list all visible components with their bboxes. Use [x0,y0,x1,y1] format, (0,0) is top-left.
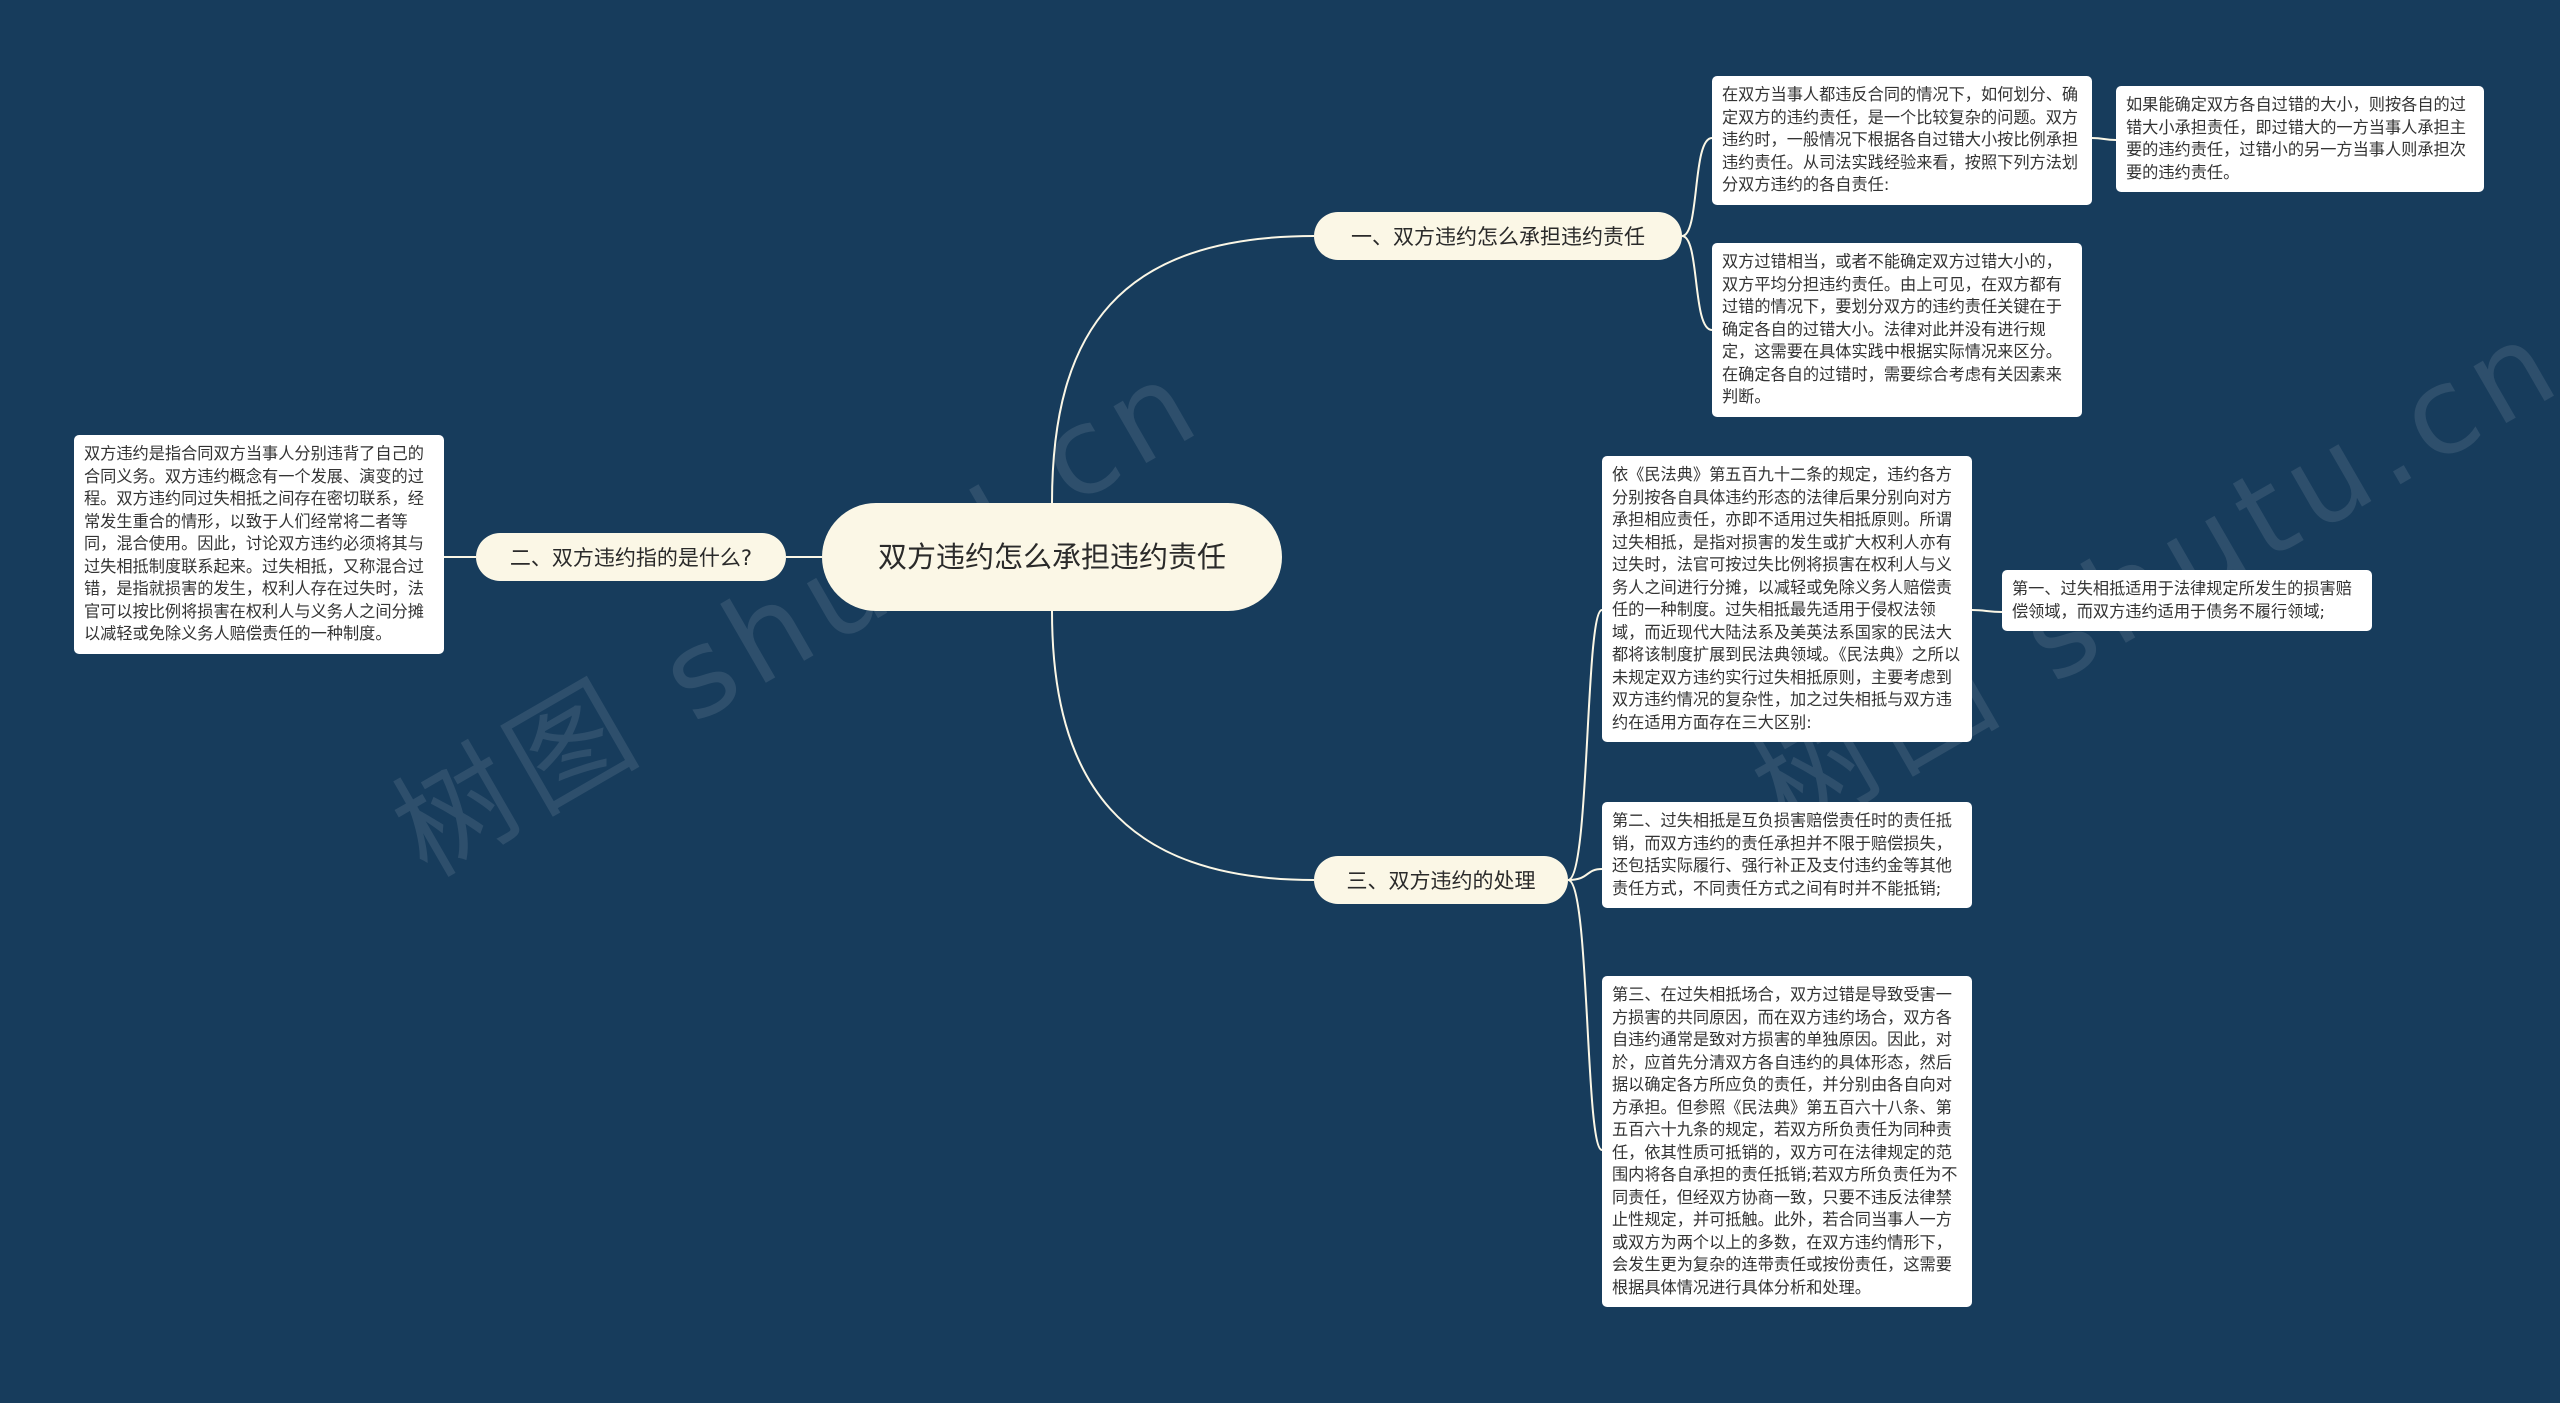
leaf-text: 双方过错相当，或者不能确定双方过错大小的，双方平均分担违约责任。由上可见，在双方… [1722,252,2062,406]
leaf-text: 如果能确定双方各自过错的大小，则按各自的过错大小承担责任，即过错大的一方当事人承… [2126,95,2466,182]
link-root-branch1 [1051,235,1315,504]
branch-node-2[interactable]: 二、双方违约指的是什么? [476,533,786,581]
link-branch3-leaf3 [1567,879,1603,1151]
link-branch3-leaf1-sub [1971,609,2003,613]
root-node[interactable]: 双方违约怎么承担违约责任 [822,503,1282,611]
leaf-node[interactable]: 依《民法典》第五百九十二条的规定，违约各方分别按各自具体违约形态的法律后果分别向… [1602,456,1972,742]
branch-node-3[interactable]: 三、双方违约的处理 [1314,856,1568,904]
leaf-node[interactable]: 在双方当事人都违反合同的情况下，如何划分、确定双方的违约责任，是一个比较复杂的问… [1712,76,2092,205]
leaf-text: 双方违约是指合同双方当事人分别违背了自己的合同义务。双方违约概念有一个发展、演变… [84,444,424,643]
leaf-text: 依《民法典》第五百九十二条的规定，违约各方分别按各自具体违约形态的法律后果分别向… [1612,465,1961,732]
branch-label: 一、双方违约怎么承担违约责任 [1351,225,1645,249]
leaf-text: 第三、在过失相抵场合，双方过错是导致受害一方损害的共同原因，而在双方违约场合，双… [1612,985,1958,1297]
link-branch1-leaf2 [1681,235,1713,331]
leaf-text: 第一、过失相抵适用于法律规定所发生的损害赔偿领域，而双方违约适用于债务不履行领域… [2012,579,2352,621]
leaf-node[interactable]: 第一、过失相抵适用于法律规定所发生的损害赔偿领域，而双方违约适用于债务不履行领域… [2002,570,2372,631]
leaf-node[interactable]: 第三、在过失相抵场合，双方过错是导致受害一方损害的共同原因，而在双方违约场合，双… [1602,976,1972,1307]
leaf-text: 在双方当事人都违反合同的情况下，如何划分、确定双方的违约责任，是一个比较复杂的问… [1722,85,2079,194]
link-root-branch3 [1051,610,1315,881]
root-label: 双方违约怎么承担违约责任 [877,540,1226,574]
leaf-node[interactable]: 如果能确定双方各自过错的大小，则按各自的过错大小承担责任，即过错大的一方当事人承… [2116,86,2484,192]
link-branch3-leaf1 [1567,609,1603,881]
leaf-node[interactable]: 第二、过失相抵是互负损害赔偿责任时的责任抵销，而双方违约的责任承担并不限于赔偿损… [1602,802,1972,908]
link-leaf1-sub [2091,137,2117,141]
leaf-text: 第二、过失相抵是互负损害赔偿责任时的责任抵销，而双方违约的责任承担并不限于赔偿损… [1612,811,1952,898]
branch-node-1[interactable]: 一、双方违约怎么承担违约责任 [1314,212,1682,260]
link-branch3-leaf2 [1567,868,1603,881]
branch-label: 二、双方违约指的是什么? [509,546,753,570]
leaf-node[interactable]: 双方违约是指合同双方当事人分别违背了自己的合同义务。双方违约概念有一个发展、演变… [74,435,444,654]
link-branch1-leaf1 [1681,137,1713,237]
leaf-node[interactable]: 双方过错相当，或者不能确定双方过错大小的，双方平均分担违约责任。由上可见，在双方… [1712,243,2082,417]
branch-label: 三、双方违约的处理 [1346,869,1536,893]
